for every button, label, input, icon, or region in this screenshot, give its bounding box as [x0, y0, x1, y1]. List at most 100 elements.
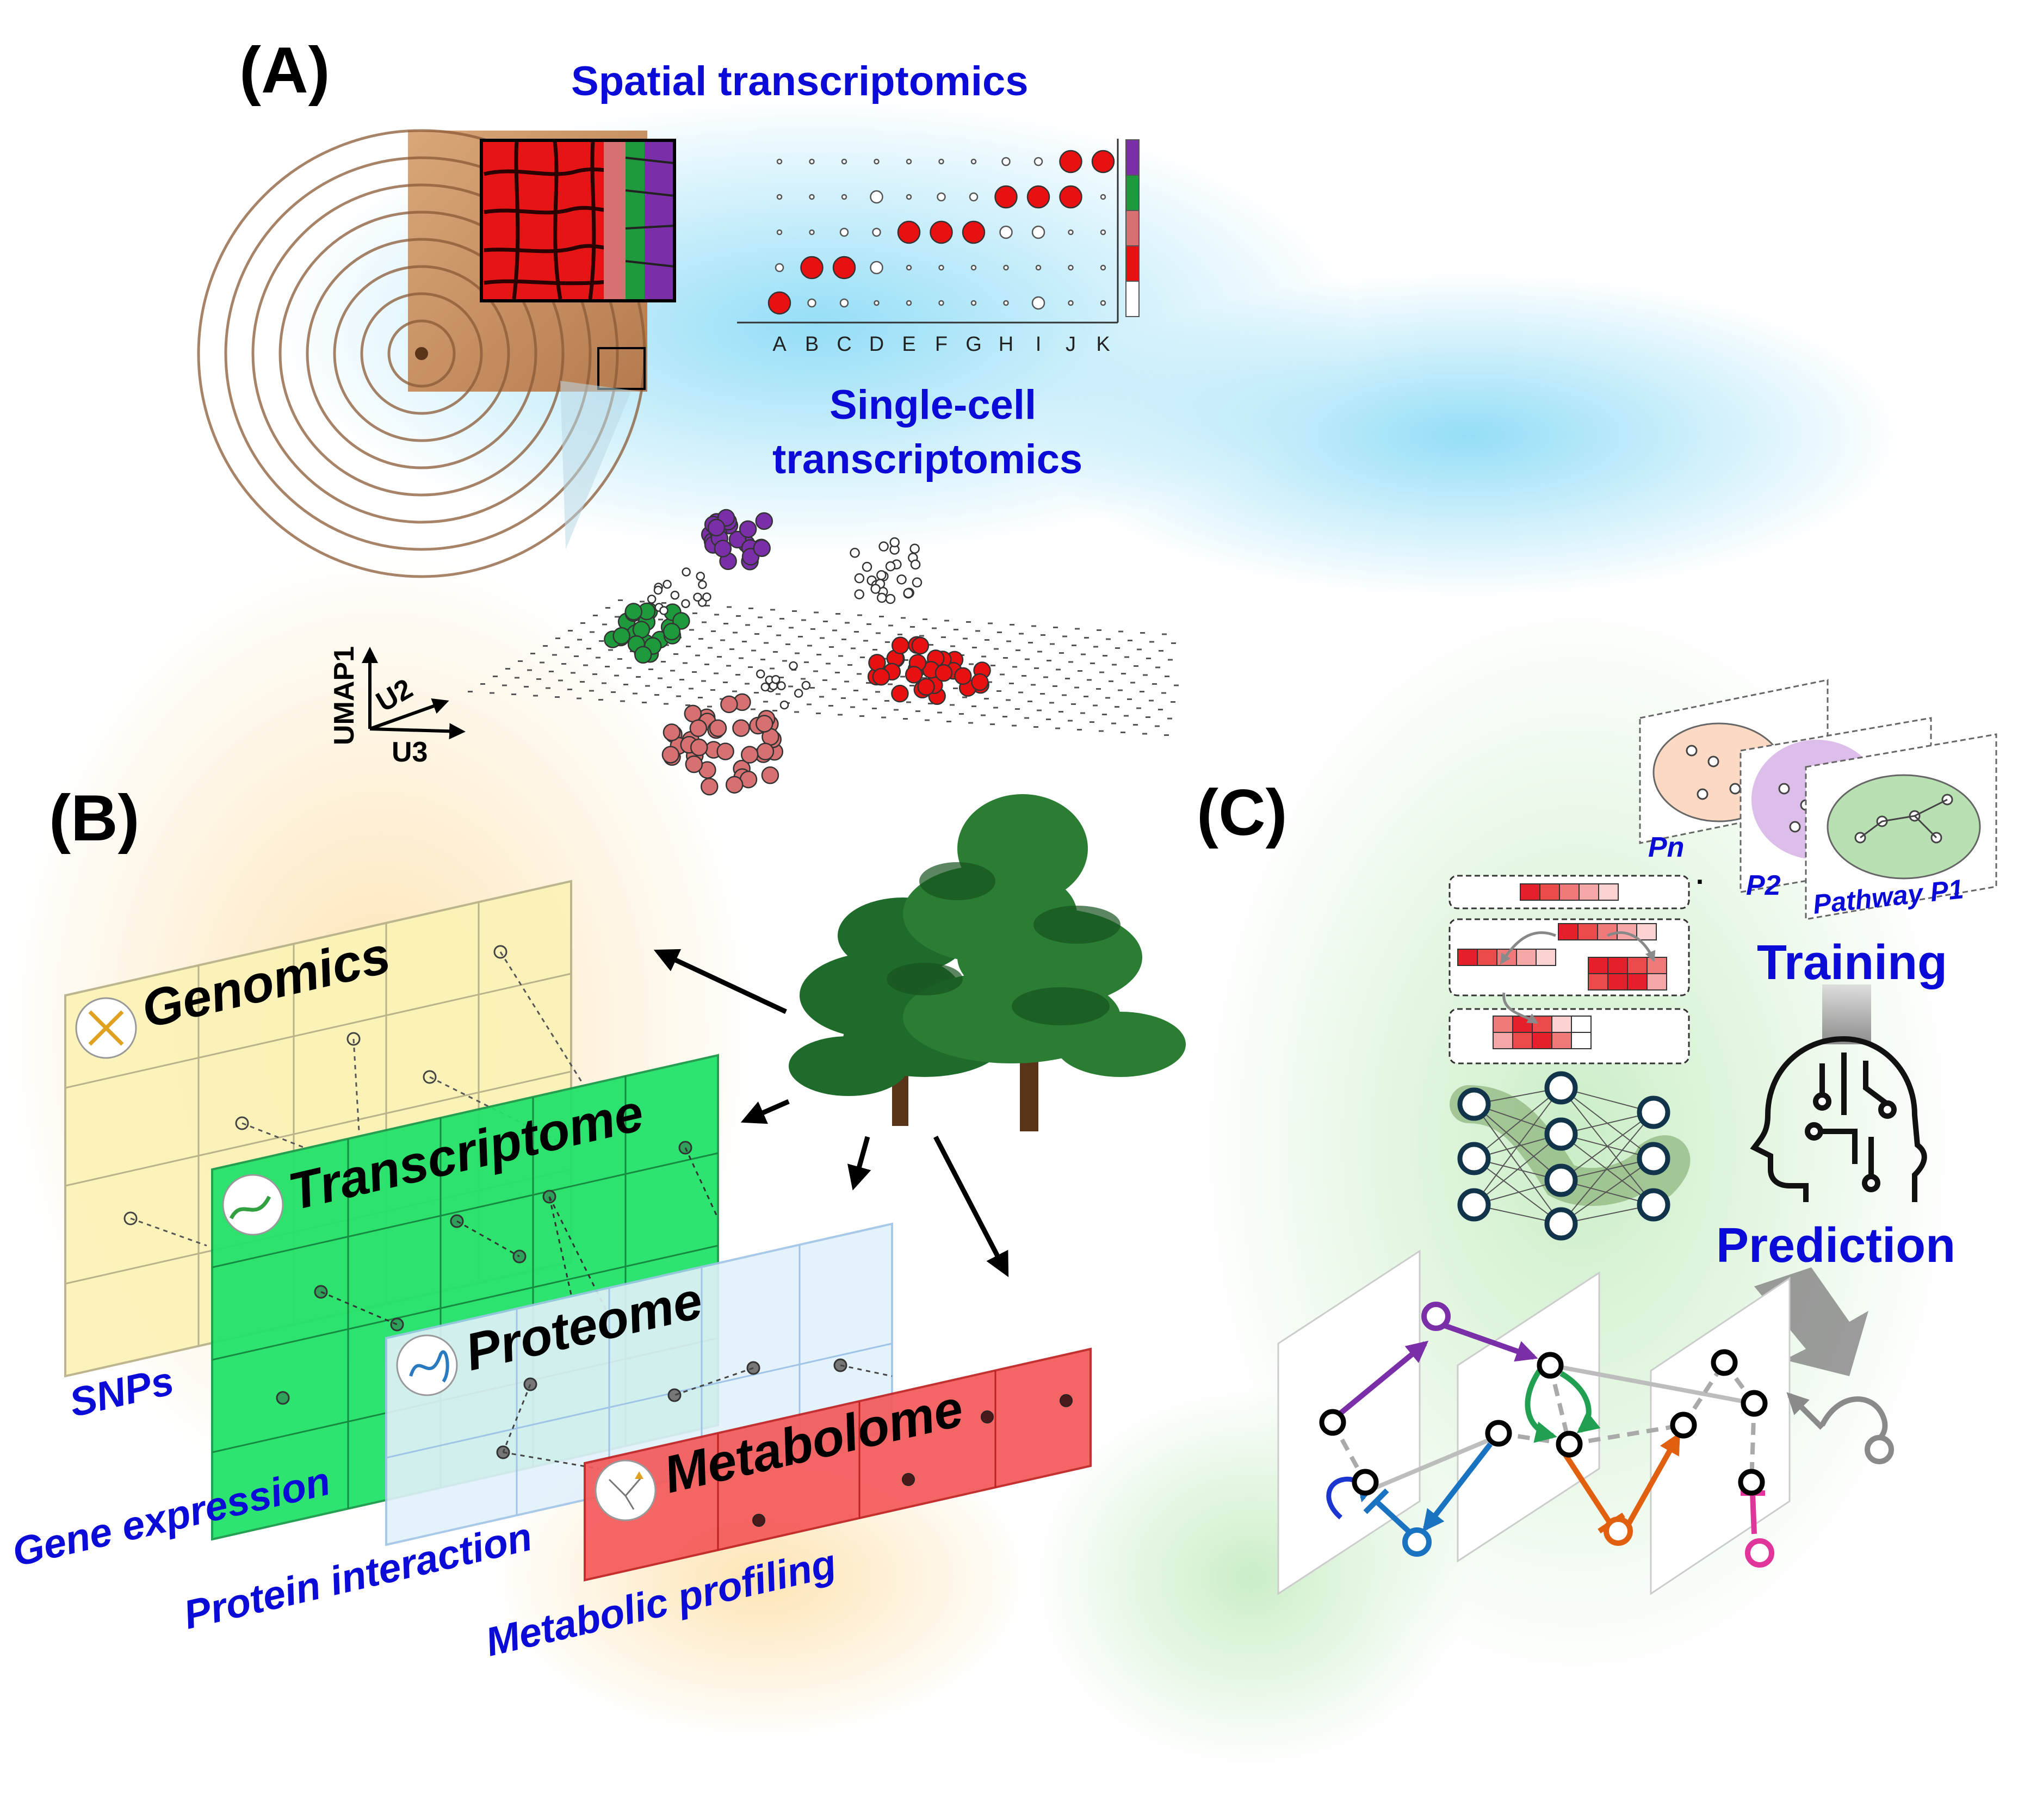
umap-grid-mark: [692, 612, 697, 614]
umap-grid-mark: [561, 663, 566, 665]
umap-grid-mark: [937, 711, 942, 714]
matrix-cell: [1588, 973, 1608, 991]
umap-grid-mark: [618, 599, 623, 601]
umap-cell-point: [912, 577, 923, 588]
umap-cell-point: [771, 674, 781, 684]
dotplot-dot: [1031, 225, 1045, 239]
umap-cell-point: [681, 599, 690, 608]
umap-grid-mark: [953, 688, 958, 689]
dotplot-dot: [1003, 264, 1009, 271]
umap-cell-point: [878, 541, 889, 552]
umap-grid-mark: [1068, 720, 1073, 722]
dotplot-dot: [832, 256, 856, 280]
umap-grid-mark: [1115, 647, 1120, 649]
umap-grid-mark: [969, 663, 974, 665]
dotplot-dot: [962, 220, 986, 244]
umap-cell-point: [789, 661, 798, 671]
umap-grid-mark: [710, 689, 715, 691]
umap-axes: [362, 647, 466, 740]
umap-cell-point: [801, 680, 811, 690]
umap-grid-mark: [950, 645, 955, 647]
umap-grid-mark: [959, 713, 964, 715]
nn-node: [1544, 1117, 1578, 1151]
umap-cell-point: [760, 682, 770, 692]
umap-grid-mark: [1043, 676, 1048, 678]
umap-grid-mark: [1162, 633, 1167, 635]
dotplot-dot: [1100, 300, 1106, 306]
umap-grid-mark: [829, 646, 834, 648]
umap-grid-mark: [922, 677, 927, 679]
umap-grid-mark: [689, 688, 694, 690]
umap-cell-point: [909, 543, 920, 554]
dotplot-dot: [1031, 296, 1045, 310]
umap-grid-mark: [971, 705, 976, 707]
umap-grid-mark: [857, 673, 862, 675]
umap-grid-mark: [996, 690, 1001, 692]
matrix-cell: [1536, 949, 1556, 966]
umap-grid-mark: [729, 648, 734, 650]
umap-grid-mark: [1109, 680, 1113, 682]
umap-grid-mark: [658, 618, 663, 621]
dotplot-cluster-swatch: [1125, 175, 1140, 211]
umap-cell-point: [756, 669, 765, 679]
umap-grid-mark: [598, 699, 603, 701]
umap-grid-mark: [745, 683, 750, 685]
umap-grid-mark: [620, 700, 625, 702]
umap-grid-mark: [717, 656, 722, 658]
umap-grid-mark: [1136, 707, 1141, 709]
umap-grid-mark: [1062, 694, 1067, 696]
matrix-cell: [1477, 949, 1497, 966]
umap-cell-point: [876, 592, 887, 603]
umap-cell-point: [872, 667, 890, 686]
umap-grid-mark: [1018, 691, 1023, 694]
umap-grid-mark: [592, 673, 597, 675]
umap-grid-mark: [546, 687, 550, 689]
umap-grid-mark: [1111, 722, 1116, 725]
umap-grid-mark: [788, 685, 793, 688]
umap-grid-mark: [1056, 668, 1061, 671]
umap-grid-mark: [950, 704, 955, 706]
umap-grid-mark: [1096, 688, 1101, 690]
umap-grid-mark: [648, 668, 653, 670]
umap-grid-mark: [543, 645, 548, 647]
umap-cell-point: [876, 570, 887, 580]
umap-grid-mark: [727, 606, 732, 608]
panel-letter-a: (A): [239, 34, 330, 107]
umap-grid-mark: [1053, 685, 1057, 687]
panel-letter-c: (C): [1197, 776, 1287, 849]
neural-network: [1450, 1071, 1691, 1241]
matrix-cell: [1577, 923, 1598, 940]
dotplot-dot: [1026, 185, 1050, 209]
umap-cell-point: [624, 603, 643, 621]
umap-cell-point: [698, 580, 707, 590]
dotplot-dot: [1003, 300, 1009, 306]
umap-grid-mark: [854, 631, 859, 633]
umap-grid-mark: [968, 722, 973, 724]
umap-grid-mark: [645, 685, 650, 687]
umap-cell-point: [971, 673, 989, 691]
umap-grid-mark: [798, 636, 803, 637]
umap-grid-mark: [792, 610, 797, 612]
dotplot-dot: [1033, 157, 1043, 166]
umap-grid-mark: [835, 672, 840, 673]
umap-grid-mark: [1003, 657, 1008, 659]
dotplot-dot: [874, 300, 880, 306]
umap-grid-mark: [754, 633, 759, 635]
umap-grid-mark: [558, 679, 563, 682]
umap-cell-point: [756, 742, 775, 760]
umap-grid-mark: [770, 667, 775, 670]
dotplot-dot: [1059, 150, 1082, 174]
umap-grid-mark: [1059, 652, 1064, 654]
umap-grid-mark: [946, 721, 951, 722]
nn-node: [1637, 1188, 1670, 1222]
umap-grid-mark: [903, 659, 908, 661]
umap-grid-mark: [676, 695, 681, 697]
umap-grid-mark: [1037, 709, 1042, 711]
umap-grid-mark: [711, 630, 716, 632]
dotplot-dot: [809, 158, 815, 165]
umap-grid-mark: [751, 708, 756, 710]
umap-grid-mark: [789, 627, 794, 629]
umap-grid-mark: [608, 649, 613, 651]
dotplot-dot: [938, 158, 944, 165]
